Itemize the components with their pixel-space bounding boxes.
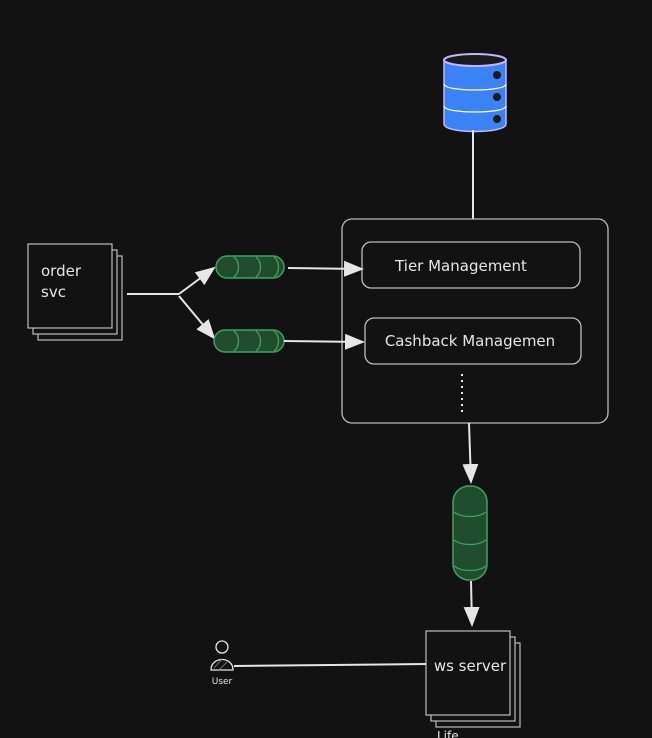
cashback-management-box[interactable]: Cashback Managemen xyxy=(364,317,582,365)
ws-server-footer-label: Life ... xyxy=(437,729,474,738)
queue-to-tier-arrow xyxy=(287,260,364,277)
queue-to-ws-server-arrow xyxy=(463,580,480,627)
ws-server-label: ws server xyxy=(434,657,507,675)
tier-management-box[interactable]: Tier Management xyxy=(361,241,581,289)
container-to-queue-arrow xyxy=(462,422,479,484)
queue-icon xyxy=(452,485,488,581)
queue-to-cashback-arrow xyxy=(283,333,365,350)
order-svc-label-line2: svc xyxy=(41,283,66,301)
user-to-ws-server-connector xyxy=(233,663,427,667)
cashback-management-label: Cashback Managemen xyxy=(385,332,555,350)
user-label: User xyxy=(212,677,233,687)
queue-icon xyxy=(213,329,285,353)
queue-icon xyxy=(215,255,285,279)
user-icon[interactable]: User xyxy=(210,640,234,687)
loyalty-services-container[interactable] xyxy=(341,218,609,424)
order-svc-fanout-connector xyxy=(127,266,216,340)
database-icon xyxy=(443,53,507,133)
order-svc-box[interactable]: order svc xyxy=(27,243,123,341)
ws-server-box[interactable]: ws server Life ... xyxy=(425,630,521,738)
order-svc-label-line1: order xyxy=(41,262,82,280)
tier-management-label: Tier Management xyxy=(394,257,527,275)
